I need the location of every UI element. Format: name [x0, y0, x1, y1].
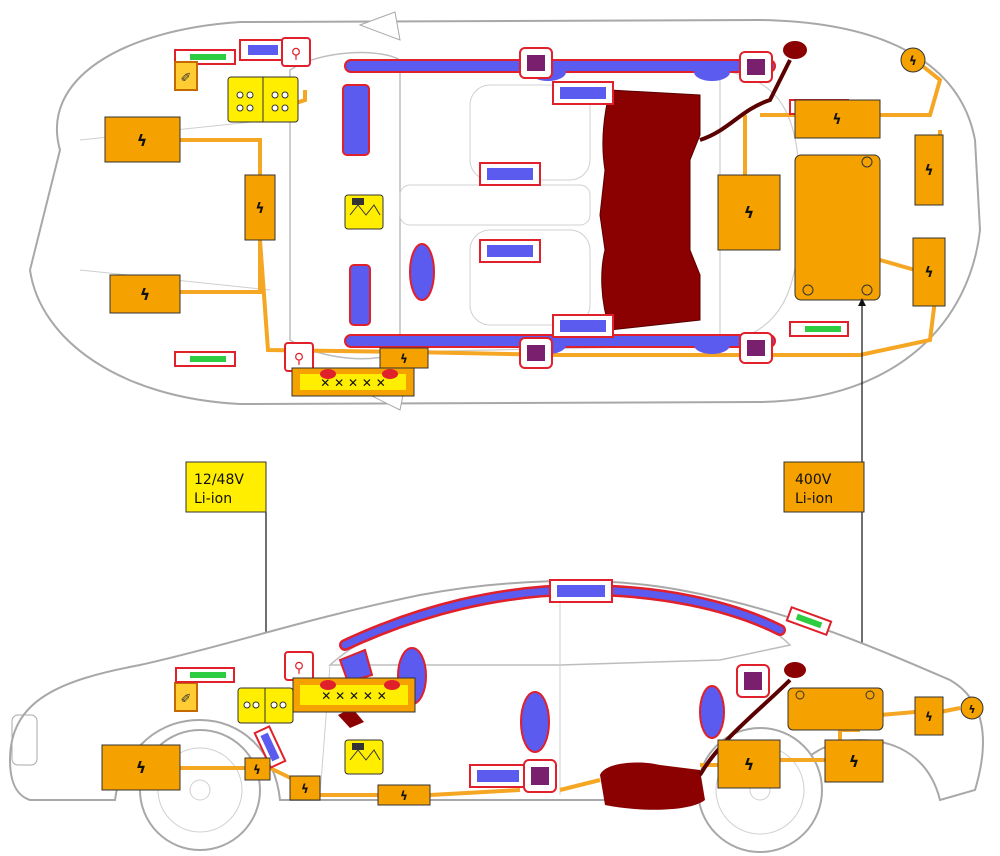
- label-12-48v-li-ion: 12/48V Li-ion: [185, 461, 267, 513]
- dash-airbag-right: [349, 264, 371, 326]
- hv-unit-front-1: [104, 116, 181, 163]
- fuel-tank-top: [599, 89, 701, 331]
- high-voltage-icon: ϟ: [924, 163, 933, 179]
- gas-generators-top: [239, 39, 614, 338]
- svg-text:ϟ: ϟ: [400, 789, 408, 803]
- airbag-module-strip-side: ✕ ✕ ✕ ✕ ✕: [292, 677, 416, 713]
- high-voltage-icon: ϟ: [137, 131, 148, 150]
- side-view: ϟ ϟ ϟ ϟ ϟ ϟ ϟ ϟ: [8, 579, 984, 853]
- svg-text:ϟ: ϟ: [849, 752, 860, 771]
- hv-components-top: ϟ ϟ ϟ ϟ ϟ ϟ ϟ ϟ ϟ: [104, 47, 946, 369]
- svg-text:ϟ: ϟ: [301, 782, 309, 796]
- hv-unit-rear-4: [912, 237, 946, 307]
- svg-text:✕ ✕ ✕ ✕ ✕: ✕ ✕ ✕ ✕ ✕: [321, 689, 387, 703]
- gas-generator-icon-side: [344, 739, 384, 775]
- svg-text:ϟ: ϟ: [400, 352, 408, 366]
- hv-unit-rear-3: [914, 134, 944, 206]
- high-voltage-icon: ϟ: [924, 265, 933, 281]
- front-grille: [11, 714, 38, 766]
- svg-text:ϟ: ϟ: [968, 703, 975, 716]
- svg-text:ϟ: ϟ: [925, 710, 933, 724]
- seatbelt-pretensioner-icon: ⚲ ⚲: [281, 37, 314, 372]
- svg-text:ϟ: ϟ: [253, 763, 261, 777]
- fuel-filler-cap-side: [784, 662, 806, 678]
- svg-text:⚲: ⚲: [294, 351, 304, 367]
- svg-text:✐: ✐: [181, 692, 192, 707]
- high-voltage-icon: ϟ: [255, 201, 264, 217]
- hv-unit-front-3: [244, 174, 276, 241]
- label-12-48v-line1: 12/48V: [194, 472, 244, 488]
- label-400v-line2: Li-ion: [795, 491, 833, 507]
- fuel-line-side: [698, 678, 792, 776]
- high-voltage-icon: ϟ: [744, 203, 755, 222]
- svg-text:✐: ✐: [181, 71, 192, 86]
- top-view: ϟ ϟ ϟ ϟ ϟ ϟ ϟ ϟ ϟ: [28, 11, 982, 411]
- center-airbag-top: [409, 243, 435, 301]
- label-12-48v-line2: Li-ion: [194, 491, 232, 507]
- hv-battery-400v-top: [794, 154, 881, 301]
- hv-unit-rear-2: [794, 99, 881, 139]
- seatbelt-tensioners-top: [519, 47, 773, 369]
- svg-text:⚲: ⚲: [291, 46, 301, 62]
- hv-unit-front-2: [109, 274, 181, 314]
- hv-battery-400v-side: [787, 687, 884, 731]
- front-seat-right: [469, 229, 591, 326]
- fuse-box-icon-top: [174, 61, 198, 91]
- steering-wheel-airbag-side: [338, 708, 364, 728]
- high-voltage-icon: ϟ: [140, 285, 151, 304]
- label-400v-line1: 400V: [795, 472, 832, 488]
- gas-generator-icon: [344, 194, 384, 230]
- knee-airbag-side: [338, 648, 374, 684]
- battery-12-48v-side: [237, 687, 294, 724]
- label-400v-li-ion: 400V Li-ion: [783, 461, 865, 513]
- svg-text:✕ ✕ ✕ ✕ ✕: ✕ ✕ ✕ ✕ ✕: [320, 376, 386, 390]
- fuel-filler-cap-top: [783, 41, 807, 59]
- hv-components-side: ϟ ϟ ϟ ϟ ϟ ϟ ϟ ϟ: [101, 687, 984, 806]
- seat-airbag-front-side: [520, 691, 550, 753]
- battery-12-48v-top: [227, 76, 299, 123]
- side-airbag-top-rl: [694, 63, 730, 81]
- svg-text:ϟ: ϟ: [909, 54, 917, 68]
- mirror-left-top: [358, 11, 401, 41]
- hv-disconnect-top: [900, 47, 926, 73]
- high-voltage-icon: ϟ: [832, 112, 841, 128]
- svg-text:⚲: ⚲: [294, 660, 304, 676]
- svg-text:ϟ: ϟ: [744, 755, 755, 774]
- seat-airbag-rear-side: [699, 685, 725, 739]
- high-voltage-icon: ϟ: [136, 758, 147, 777]
- airbag-module-strip-top: ✕ ✕ ✕ ✕ ✕: [291, 367, 415, 397]
- hv-unit-rear-1: [717, 174, 781, 251]
- fuel-line-top: [699, 59, 792, 142]
- dash-airbag-left: [342, 84, 370, 156]
- fuel-tank-side: [600, 762, 705, 810]
- side-airbag-top-rr: [694, 336, 730, 354]
